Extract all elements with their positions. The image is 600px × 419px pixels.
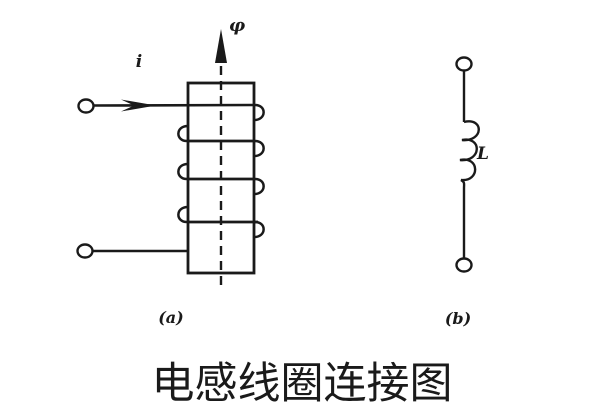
figure-caption: 电感线圈连接图 [152,359,453,409]
inductor-symbol-b [455,56,480,273]
sublabel-a: (a) [158,308,184,327]
inductance-label: L [476,144,489,164]
coil-winding-right-loops [252,103,265,239]
coil-winding-lines [188,139,258,224]
current-label: i [136,52,142,72]
terminal-bottom-b [455,257,473,273]
terminal-top-left [77,98,95,114]
sublabel-b: (b) [445,309,471,328]
input-wire-top [93,103,255,107]
terminal-top-b [455,56,473,72]
terminal-bottom-left [76,243,94,259]
flux-label: φ [229,15,246,36]
coil-drawing-a [76,29,265,290]
coil-winding-left-loops [177,124,190,224]
flux-arrow-icon [215,29,227,63]
inductor-coil-icon [459,120,480,189]
current-arrow-icon [121,99,156,112]
